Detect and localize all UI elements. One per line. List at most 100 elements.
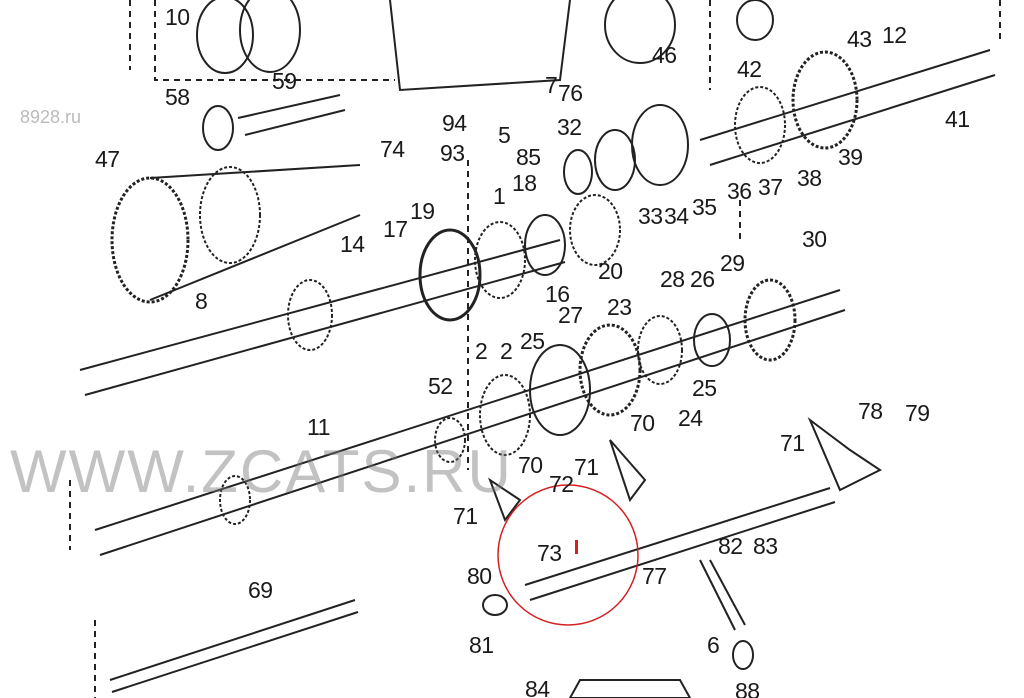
gear-47 xyxy=(110,176,190,304)
part-label: 33 xyxy=(638,203,663,229)
pin xyxy=(237,94,346,136)
gear xyxy=(569,194,621,266)
housing-outline xyxy=(389,0,571,92)
part-label: 82 xyxy=(718,533,743,559)
bushing xyxy=(732,640,754,670)
part-label: 30 xyxy=(802,226,827,252)
gear xyxy=(734,86,786,164)
part-label: 20 xyxy=(598,258,623,284)
bearing xyxy=(196,0,254,74)
part-label: 37 xyxy=(758,174,783,200)
block xyxy=(482,594,508,616)
part-label: 34 xyxy=(664,203,689,229)
part-label: 70 xyxy=(630,410,655,436)
part-label: 17 xyxy=(383,216,408,242)
gear xyxy=(418,228,482,322)
gear xyxy=(219,475,251,525)
part-label: 25 xyxy=(520,328,545,354)
bearing xyxy=(604,0,676,64)
part-label: 77 xyxy=(642,563,667,589)
part-label: 46 xyxy=(652,42,677,68)
part-label: 71 xyxy=(574,454,599,480)
leader-line xyxy=(69,160,741,698)
part-label: 83 xyxy=(753,533,778,559)
part-label: 7 xyxy=(545,72,558,98)
highlight-circle xyxy=(497,484,639,626)
gear xyxy=(287,279,333,351)
part-label: 73 xyxy=(537,540,562,566)
part-label: 29 xyxy=(720,250,745,276)
part-label: 59 xyxy=(272,68,297,94)
watermark: WWW.ZCATS.RU xyxy=(10,438,513,505)
part-label: 79 xyxy=(905,400,930,426)
part-label: 84 xyxy=(525,676,550,698)
gear xyxy=(474,221,526,299)
gear xyxy=(578,323,642,417)
frame-line xyxy=(129,0,1001,90)
part-label: 52 xyxy=(428,373,453,399)
gear xyxy=(529,344,591,436)
gear xyxy=(594,129,636,191)
part-label: 94 xyxy=(442,110,467,136)
part-label: 80 xyxy=(467,563,492,589)
part-label: 32 xyxy=(557,114,582,140)
part-label: 10 xyxy=(165,4,190,30)
bearing xyxy=(736,0,774,41)
part-label: 8 xyxy=(195,288,208,314)
part-label: 36 xyxy=(727,178,752,204)
part-label: 26 xyxy=(690,266,715,292)
part-label: 19 xyxy=(410,198,435,224)
part-label: 70 xyxy=(518,452,543,478)
part-label: 71 xyxy=(780,430,805,456)
gear xyxy=(563,149,593,195)
part-label: 78 xyxy=(858,398,883,424)
gear xyxy=(693,313,731,367)
part-label: 47 xyxy=(95,146,120,172)
part-label: 71 xyxy=(453,503,478,529)
watermark-small: 8928.ru xyxy=(20,107,82,127)
part-label: 39 xyxy=(838,144,863,170)
rod-69 xyxy=(109,599,359,693)
lever xyxy=(699,559,746,631)
part-label: 38 xyxy=(797,165,822,191)
part-label: 69 xyxy=(248,577,273,603)
gear-39 xyxy=(791,50,859,150)
bearing xyxy=(239,0,301,73)
part-label: 1 xyxy=(493,183,506,209)
part-label: 41 xyxy=(945,106,970,132)
part-label: 85 xyxy=(516,144,541,170)
part-label: 58 xyxy=(165,84,190,110)
rod-77 xyxy=(524,487,836,601)
part-label: 16 xyxy=(545,281,570,307)
part-label: 74 xyxy=(380,136,405,162)
part-label: 6 xyxy=(707,632,720,658)
part-label: 25 xyxy=(692,375,717,401)
part-label: 81 xyxy=(469,632,494,658)
highlight-mark xyxy=(575,540,578,554)
part-label: 43 xyxy=(847,26,872,52)
gear xyxy=(199,166,261,264)
part-label: 23 xyxy=(607,294,632,320)
part-label: 42 xyxy=(737,56,762,82)
part-label: 93 xyxy=(440,140,465,166)
bearing xyxy=(434,417,466,463)
gear xyxy=(479,374,531,456)
part-label: 27 xyxy=(558,302,583,328)
housing-part xyxy=(568,679,692,698)
part-label: 24 xyxy=(678,405,703,431)
part-label: 88 xyxy=(735,678,760,698)
shaft-41 xyxy=(699,49,996,166)
gear xyxy=(524,214,566,276)
gear-29 xyxy=(743,278,797,362)
gear xyxy=(631,104,689,186)
part-label: 5 xyxy=(498,122,511,148)
shift-fork xyxy=(487,416,882,523)
part-label: 35 xyxy=(692,194,717,220)
part-label: 2 xyxy=(500,338,513,364)
part-label: 12 xyxy=(882,22,907,48)
part-label: 72 xyxy=(549,471,574,497)
part-label: 18 xyxy=(512,170,537,196)
part-label: 11 xyxy=(307,414,330,440)
